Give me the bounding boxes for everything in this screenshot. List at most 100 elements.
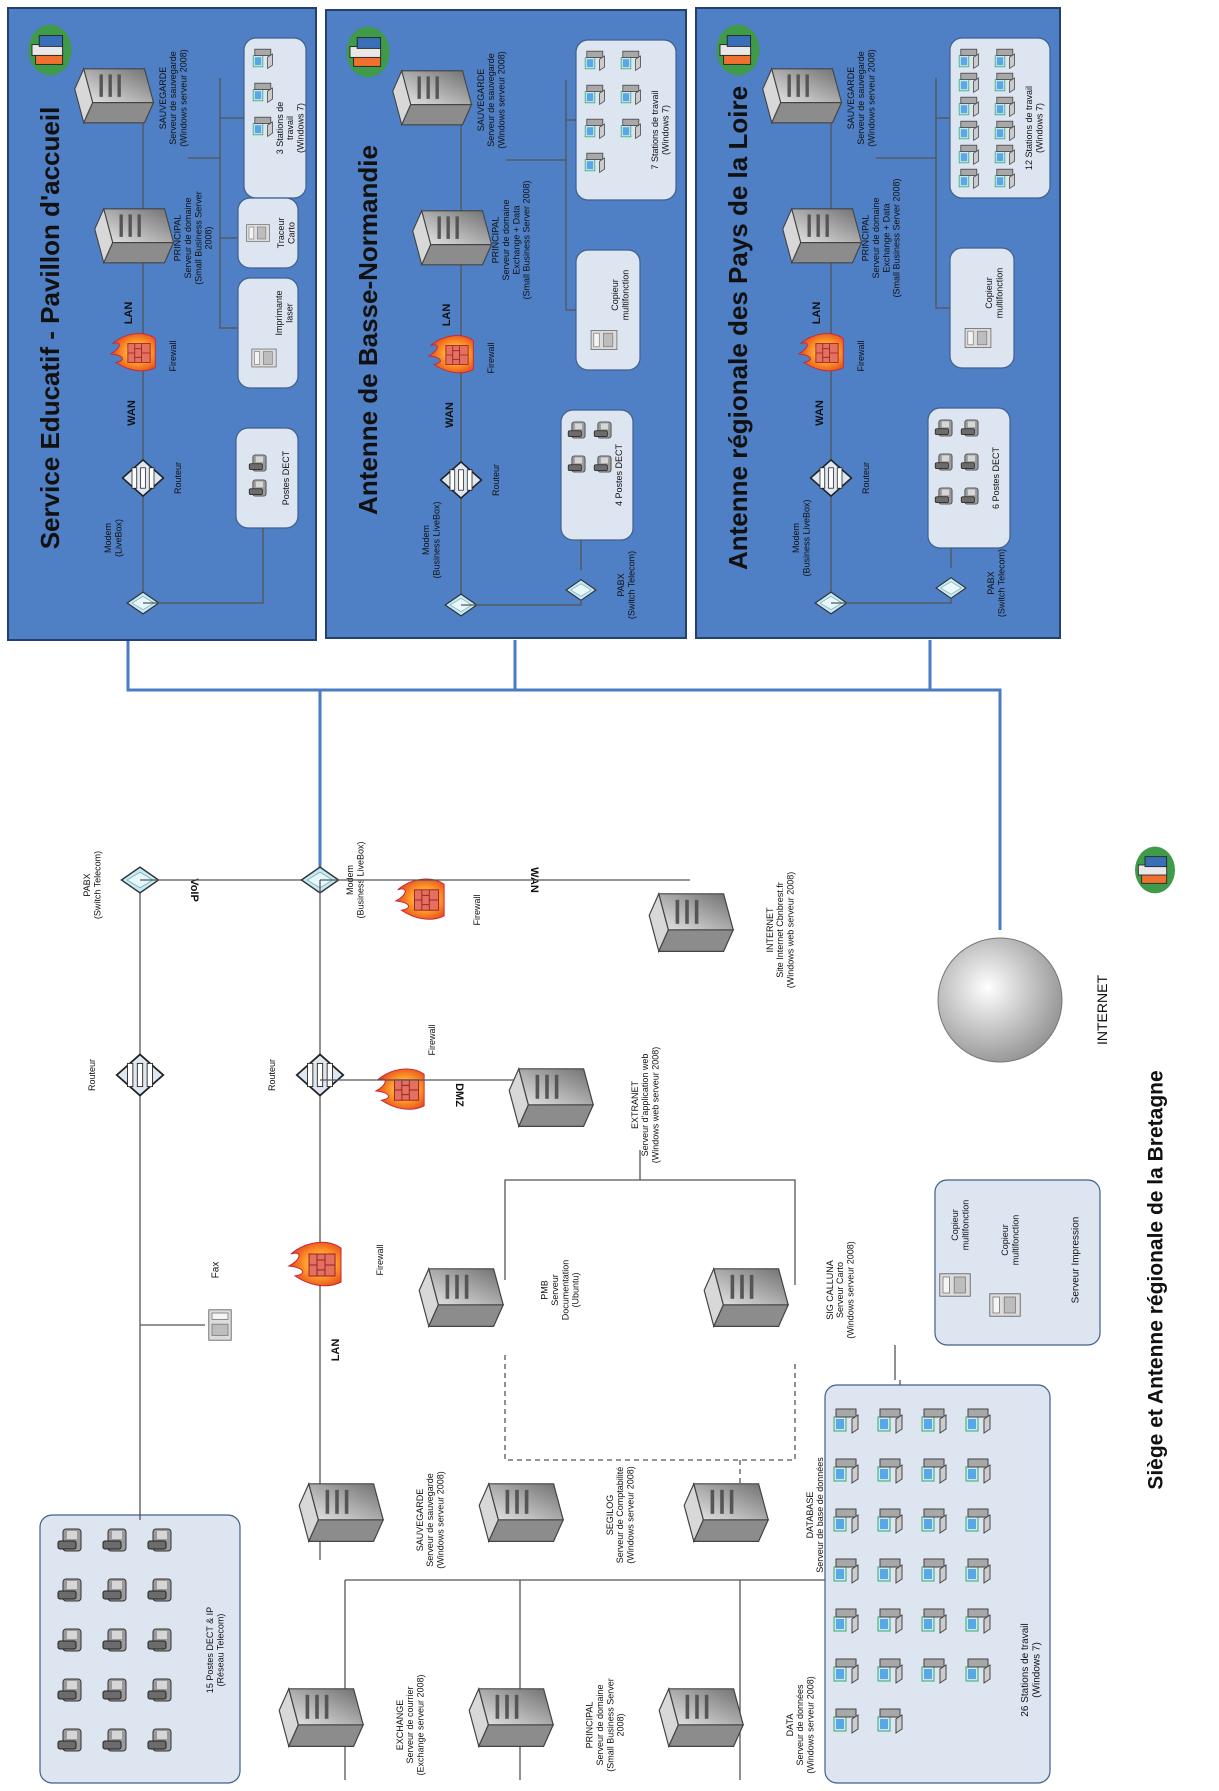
extranet-label-line: EXTRANET: [630, 1080, 640, 1129]
principal-label-line: (Small Business Server: [605, 1678, 615, 1772]
workstation-icon: [878, 1609, 902, 1633]
workstation-icon: [585, 119, 604, 138]
pmb-label-line: PMB: [540, 1280, 550, 1300]
firewall-icon: [396, 879, 444, 919]
workstation-icon: [621, 85, 640, 104]
firewall-label-line: Firewall: [375, 1244, 385, 1275]
dect-label: 6 Postes DECT: [991, 446, 1001, 509]
principal-label-line: 2008): [204, 226, 214, 249]
data-server-icon: [659, 1689, 743, 1747]
backup-label-line: Serveur de sauvegarde: [486, 53, 496, 147]
plotter-label: TraceurCarto: [276, 218, 296, 249]
copier-label-line: multifonction: [620, 270, 630, 321]
router-icon: [117, 1054, 163, 1095]
copier-label-line: multifonction: [1010, 1215, 1020, 1266]
router-label-line: Routeur: [267, 1059, 277, 1091]
workstation-icon: [253, 117, 272, 136]
modem-label: Modem(LiveBox): [103, 519, 123, 557]
modem-label-line: (Business LiveBox): [801, 499, 811, 576]
backup-server-icon: [299, 1484, 383, 1542]
site-logo-icon: [716, 25, 759, 75]
fax-icon: [209, 1310, 231, 1340]
workstation-icon: [878, 1559, 902, 1583]
firewall-label: Firewall: [168, 340, 178, 371]
stations-label-line: 3 Stations de: [275, 102, 285, 155]
workstation-icon: [834, 1559, 858, 1583]
workstation-icon: [253, 83, 272, 102]
stations-label-line: 12 Stations de travail: [1024, 86, 1034, 170]
site-title-line: Antenne régionale des Pays de la Loire: [723, 86, 753, 570]
sig-label-line: (Windows serveur 2008): [846, 1241, 856, 1339]
stations-label-line: (Windows 7): [1031, 1642, 1042, 1698]
workstation-icon: [878, 1459, 902, 1483]
dect-label: 4 Postes DECT: [614, 443, 624, 506]
workstation-icon: [878, 1709, 902, 1733]
internet-globe-icon: [938, 938, 1062, 1062]
router-label: Routeur: [861, 462, 871, 494]
principal-label-line: (Small Business Server 2008): [522, 180, 532, 299]
site1-link: [128, 640, 1000, 930]
dect-ip-label: 15 Postes DECT & IP(Réseau Telecom): [205, 1607, 225, 1693]
pmb-link: [505, 1150, 640, 1280]
segilog-label-line: Serveur de Comptabilité: [615, 1467, 625, 1564]
router-label: Routeur: [267, 1059, 277, 1091]
firewall-label: Firewall: [486, 342, 496, 373]
workstation-icon: [959, 145, 978, 164]
workstation-icon: [922, 1459, 946, 1483]
exchange-label-line: EXCHANGE: [395, 1700, 405, 1751]
wan-label-line: WAN: [814, 400, 826, 426]
firewall-label: Firewall: [427, 1024, 437, 1055]
internet-label-line: INTERNET: [1094, 975, 1110, 1045]
modem-label-line: Modem: [791, 523, 801, 553]
lan-firewall-icon: [289, 1242, 341, 1285]
principal-server-icon: [469, 1689, 553, 1747]
workstation-icon: [621, 51, 640, 70]
internet-server-label-line: INTERNET: [765, 907, 775, 953]
data-label: DATAServeur de données(Windows serveur 2…: [785, 1676, 816, 1774]
modem-label-line: (LiveBox): [113, 519, 123, 557]
dmz-label: DMZ: [453, 1083, 465, 1107]
stations-label-line: 26 Stations de travail: [1020, 1623, 1031, 1716]
workstation-icon: [959, 97, 978, 116]
stations-label-line: (Windows 7): [660, 105, 670, 155]
siege-logo-icon: [1135, 847, 1175, 894]
siege-title: Siège et Antenne régionale de la Bretagn…: [1144, 1070, 1167, 1489]
pabx-label-line: PABX: [82, 873, 92, 896]
workstation-icon: [878, 1409, 902, 1433]
pmb-server-icon: [419, 1269, 503, 1327]
principal-label-line: (Small Business Server: [193, 191, 203, 285]
firewall-label: Firewall: [472, 894, 482, 925]
site-title-line: Antenne de Basse-Normandie: [353, 145, 383, 515]
dect-ip-label-line: 15 Postes DECT & IP: [205, 1607, 215, 1693]
principal-label-line: Serveur de domaine: [501, 199, 511, 280]
backup-label-line: SAUVEGARDE: [158, 67, 168, 130]
wan-label-line: WAN: [444, 402, 456, 428]
extranet-label-line: Serveur d'application web: [640, 1054, 650, 1157]
pmb-label-line: Documentation: [560, 1260, 570, 1321]
backup-label: SAUVEGARDEServeur de sauvegarde(Windows …: [415, 1471, 446, 1569]
principal-label-line: (Small Business Server 2008): [892, 178, 902, 297]
principal-server-icon: [413, 211, 492, 265]
lan-label: LAN: [330, 1339, 342, 1362]
copier-label-line: Copieur: [984, 277, 994, 309]
firewall-label-line: Firewall: [856, 340, 866, 371]
workstation-icon: [585, 153, 604, 172]
inter-site-links: [128, 640, 1000, 930]
copier-icon: [965, 328, 991, 347]
firewall-label: Firewall: [856, 340, 866, 371]
printer-label-line: laser: [284, 303, 294, 323]
copier-label-line: Copieur: [610, 279, 620, 311]
principal-label-line: PRINCIPAL: [861, 215, 871, 262]
pabx-label-line: PABX: [616, 573, 626, 596]
router-label: Routeur: [491, 464, 501, 496]
wan-label: WAN: [814, 400, 826, 426]
pabx-label-line: (Switch Telecom): [92, 851, 102, 919]
exchange-label-line: Serveur de courrier: [405, 1686, 415, 1763]
workstation-icon: [922, 1559, 946, 1583]
site-title: Antenne régionale des Pays de la Loire: [723, 86, 753, 570]
dect-ip-label-line: (Réseau Telecom): [215, 1614, 225, 1687]
